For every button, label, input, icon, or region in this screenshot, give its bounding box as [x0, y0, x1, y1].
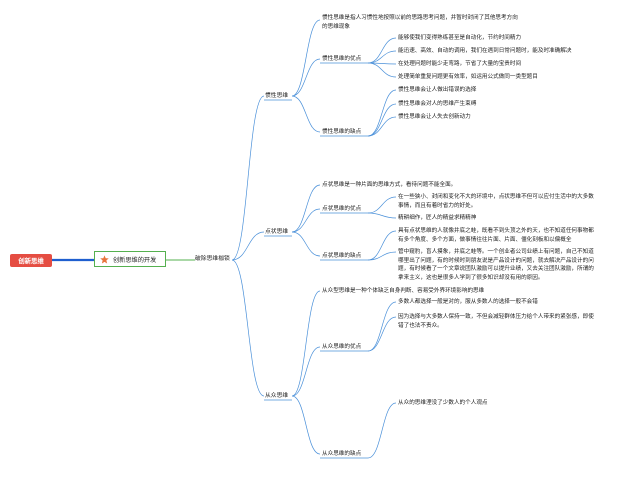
- category-edge: [291, 19, 321, 97]
- category-edge: [291, 184, 321, 233]
- text-line: 在一些狭小、封闭和变化不大的环境中，点状思维不但可以应付生活中的大多数: [398, 194, 594, 200]
- category-edge: [291, 346, 321, 397]
- leaf-edge: [367, 116, 397, 137]
- center-node-label: 创新思维的开发: [113, 256, 157, 264]
- text-line: 在处理问题时能少走弯路，节省了大量的宝贵时间: [398, 61, 522, 67]
- leaf-edge: [367, 230, 397, 261]
- text-line: 多数人都选择一般是对的，服从多数人的选择一般不会错: [398, 299, 538, 305]
- text-line: 精耕细作，匠人的精益求精精神: [398, 215, 477, 221]
- category-node-0[interactable]: 惯性思维: [265, 92, 288, 101]
- leaf-node[interactable]: 多数人都选择一般是对的，服从多数人的选择一般不会错: [398, 298, 538, 307]
- category-label: 惯性思维: [265, 93, 289, 99]
- group-label: 点状思维的缺点: [322, 253, 362, 259]
- text-line: 有多个角度、多个方面，做事情往往片面、片面、僵化刻板和以偏概全: [398, 236, 572, 243]
- group-label: 惯性思维的优点: [322, 56, 362, 62]
- text-line: 惯性思维是指人习惯性地按照以前的思路思考问题，并暂时封闭了其他思考方向: [322, 15, 518, 21]
- category-edge: [291, 231, 321, 257]
- leaf-node[interactable]: 惯性思维会让人失去创新动力: [398, 113, 471, 122]
- text-line: 错了也法不责众。: [398, 322, 443, 329]
- category-node-1[interactable]: 点状思维: [265, 228, 288, 237]
- branch-node[interactable]: 破除思维枷锁: [195, 255, 230, 264]
- text-line: 处理简单重复问题更有效率，如运用公式做同一类型题目: [398, 74, 538, 80]
- root-node[interactable]: 创新思维: [10, 254, 52, 267]
- text-line: 具有点状思维的人就像井底之蛙，既看不到头顶之外的天，也不知道任何事物都: [398, 228, 594, 234]
- category-label: 从众思维: [265, 393, 289, 399]
- group-node[interactable]: 点状思维的缺点: [322, 252, 361, 261]
- group-node[interactable]: 从众思维的优点: [322, 343, 361, 352]
- leaf-node[interactable]: 能够使我们变得熟练甚至是自动化，节约时间精力: [398, 34, 521, 43]
- leaf-node[interactable]: 管中窥豹，盲人摸象，井底之蛙等。一个创业者公司业绩上有问题，自己不知道 哪里出了…: [398, 248, 594, 282]
- root-node-label: 创新思维: [18, 257, 44, 265]
- text-line: 能迅速、高效、自动的调用，我们在遇到日常问题时，能及时准确解决: [398, 48, 572, 54]
- leaf-node[interactable]: 从众的思维湮没了少数人的个人观点: [398, 399, 488, 408]
- star-icon: [100, 254, 109, 263]
- leaf-edge: [367, 212, 397, 219]
- text-line: 惯性思维会对人的思维产生束缚: [398, 101, 477, 107]
- definition-node[interactable]: 惯性思维是指人习惯性地按照以前的思路思考问题，并暂时封闭了其他思考方向 的思维现…: [322, 14, 518, 31]
- definition-node[interactable]: 点状思维是一种片面的思维方式，看待问题不能全面。: [322, 181, 456, 190]
- group-node[interactable]: 惯性思维的缺点: [322, 128, 361, 137]
- leaf-edge: [367, 50, 397, 64]
- group-label: 从众思维的缺点: [322, 451, 362, 457]
- text-line: 惯性思维会让人失去创新动力: [398, 114, 471, 120]
- leaf-edge: [367, 196, 397, 214]
- text-line: 点状思维是一种片面的思维方式，看待问题不能全面。: [322, 182, 457, 188]
- text-line: 拿来主义，这也是很多人学到了很多知识却没有用的原因。: [398, 274, 544, 281]
- leaf-edge: [367, 103, 397, 137]
- branch-edge: [231, 95, 265, 261]
- leaf-node[interactable]: 能迅速、高效、自动的调用，我们在遇到日常问题时，能及时准确解决: [398, 47, 571, 56]
- leaf-node[interactable]: 惯性思维会对人的思维产生束缚: [398, 100, 476, 109]
- text-line: 的思维现象: [322, 23, 350, 30]
- branch-label: 破除思维枷锁: [195, 256, 230, 262]
- group-node[interactable]: 惯性思维的优点: [322, 55, 361, 64]
- category-node-2[interactable]: 从众思维: [265, 392, 288, 401]
- text-line: 能够使我们变得熟练甚至是自动化，节约时间精力: [398, 35, 522, 41]
- category-label: 点状思维: [265, 229, 289, 235]
- group-label: 从众思维的优点: [322, 344, 362, 350]
- category-edge: [291, 58, 321, 97]
- text-line: 从众的思维湮没了少数人的个人观点: [398, 400, 488, 406]
- leaf-edge: [367, 402, 397, 459]
- leaf-edge: [367, 37, 397, 64]
- text-line: 题，有时候看了一个文章说团队激励可以提升业绩，又去关注团队激励，所谓的: [398, 266, 594, 273]
- group-label: 点状思维的优点: [322, 206, 362, 212]
- leaf-node[interactable]: 具有点状思维的人就像井底之蛙，既看不到头顶之外的天，也不知道任何事物都 有多个角…: [398, 227, 594, 244]
- leaf-edge: [367, 89, 397, 137]
- branch-edge: [231, 231, 265, 261]
- leaf-edge: [367, 251, 397, 261]
- group-node[interactable]: 点状思维的优点: [322, 205, 361, 214]
- text-line: 惯性思维会让人做出错误的选择: [398, 87, 477, 93]
- center-node[interactable]: 创新思维的开发: [94, 251, 166, 267]
- leaf-node[interactable]: 在处理问题时能少走弯路，节省了大量的宝贵时间: [398, 60, 521, 69]
- leaf-edge: [367, 316, 397, 352]
- text-line: 哪里出了问题，有的时候时到朋友说是产品设计的问题，就去解决产品设计的问: [398, 257, 594, 264]
- leaf-node[interactable]: 精耕细作，匠人的精益求精精神: [398, 214, 476, 223]
- text-line: 从众型思维是一种个体缺乏自身判断、容易受外界环境影响的思维: [322, 288, 485, 294]
- leaf-node[interactable]: 在一些狭小、封闭和变化不大的环境中，点状思维不但可以应付生活中的大多数 事情，而…: [398, 193, 594, 210]
- category-edge: [291, 208, 321, 233]
- group-node[interactable]: 从众思维的缺点: [322, 450, 361, 459]
- category-edge: [291, 95, 321, 133]
- branch-edge: [231, 259, 265, 397]
- text-line: 管中窥豹，盲人摸象，井底之蛙等。一个创业者公司业绩上有问题，自己不知道: [398, 249, 594, 255]
- group-label: 惯性思维的缺点: [322, 129, 362, 135]
- leaf-node[interactable]: 处理简单重复问题更有效率，如运用公式做同一类型题目: [398, 73, 538, 82]
- definition-node[interactable]: 从众型思维是一种个体缺乏自身判断、容易受外界环境影响的思维: [322, 287, 484, 296]
- category-edge: [291, 395, 321, 455]
- category-edge: [291, 290, 321, 397]
- text-line: 事情，而且有着时省力的好处。: [398, 202, 477, 209]
- text-line: 因为选择与大多数人保持一致，不但会减轻群体压力给个人带来的紧张感，即使: [398, 314, 594, 320]
- leaf-edge: [367, 301, 397, 352]
- leaf-edge: [367, 62, 397, 78]
- leaf-node[interactable]: 惯性思维会让人做出错误的选择: [398, 86, 476, 95]
- leaf-node[interactable]: 因为选择与大多数人保持一致，不但会减轻群体压力给个人带来的紧张感，即使 错了也法…: [398, 313, 594, 330]
